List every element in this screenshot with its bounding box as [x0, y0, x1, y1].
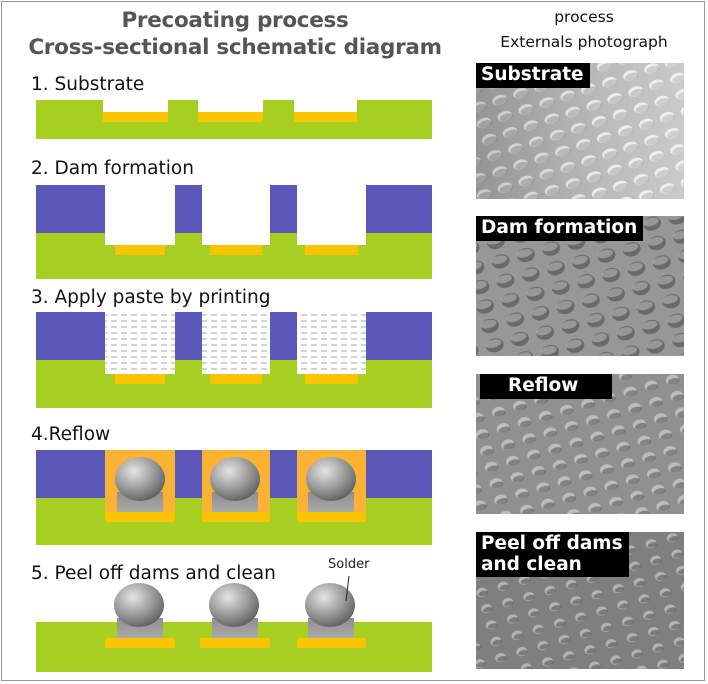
pad — [305, 374, 358, 384]
solder-paste — [105, 312, 175, 374]
pad — [210, 245, 262, 255]
pad — [105, 638, 175, 648]
pad — [294, 112, 357, 122]
dam — [36, 312, 105, 360]
solder-callout-label: Solder — [328, 557, 370, 572]
photo-peel-off: Peel off dams and clean — [476, 532, 684, 669]
photo-reflow: Reflow — [476, 374, 684, 514]
solder-ball — [306, 457, 356, 501]
solder-callout-line — [345, 575, 350, 602]
step-3-label: 3. Apply paste by printing — [31, 287, 271, 308]
pad — [115, 245, 165, 255]
photo-dam-formation: Dam formation — [476, 216, 684, 356]
dam — [270, 450, 297, 498]
step-1-label: 1. Substrate — [31, 74, 145, 95]
pad — [297, 638, 366, 648]
dam — [36, 185, 105, 233]
dam — [36, 450, 105, 498]
step-5-label: 5. Peel off dams and clean — [31, 563, 276, 584]
step-2-cross-section — [36, 185, 432, 279]
step-5-cross-section — [36, 575, 432, 672]
pad — [305, 245, 358, 255]
photo-title-line1: process — [554, 8, 614, 26]
pad — [198, 112, 263, 122]
dam — [270, 185, 297, 233]
dam — [270, 312, 297, 360]
step-4-label: 4.Reflow — [31, 424, 111, 445]
photo-label-reflow: Reflow — [480, 374, 613, 399]
diagram-title-line1: Precoating process — [121, 8, 349, 33]
pad — [297, 512, 366, 522]
pad — [200, 638, 270, 648]
solder-ball — [305, 583, 355, 627]
step-3-cross-section — [36, 312, 432, 408]
photo-title-line2: Externals photograph — [500, 33, 668, 51]
photo-label-peel-off: Peel off dams and clean — [476, 532, 629, 577]
pad — [105, 512, 175, 522]
step-4-cross-section — [36, 450, 432, 545]
dam — [175, 450, 202, 498]
step-2-label: 2. Dam formation — [31, 158, 194, 179]
dam — [175, 185, 202, 233]
step-1-cross-section — [36, 100, 432, 139]
substrate-layer — [36, 233, 432, 279]
solder-ball — [115, 457, 165, 501]
solder-paste — [297, 312, 366, 374]
photo-label-dam-formation: Dam formation — [476, 216, 644, 241]
pad — [202, 512, 270, 522]
photo-substrate: Substrate — [476, 63, 684, 199]
dam — [175, 312, 202, 360]
pad — [210, 374, 262, 384]
solder-ball — [210, 457, 260, 501]
photo-label-substrate: Substrate — [476, 63, 590, 88]
solder-paste — [202, 312, 270, 374]
solder-ball — [114, 583, 164, 627]
diagram-title-line2: Cross-sectional schematic diagram — [28, 35, 442, 60]
photo-dam-formation-image — [476, 216, 684, 356]
dam — [366, 185, 432, 233]
pad — [115, 374, 165, 384]
dam — [366, 450, 432, 498]
dam — [366, 312, 432, 360]
solder-ball — [209, 583, 259, 627]
pad — [103, 112, 168, 122]
